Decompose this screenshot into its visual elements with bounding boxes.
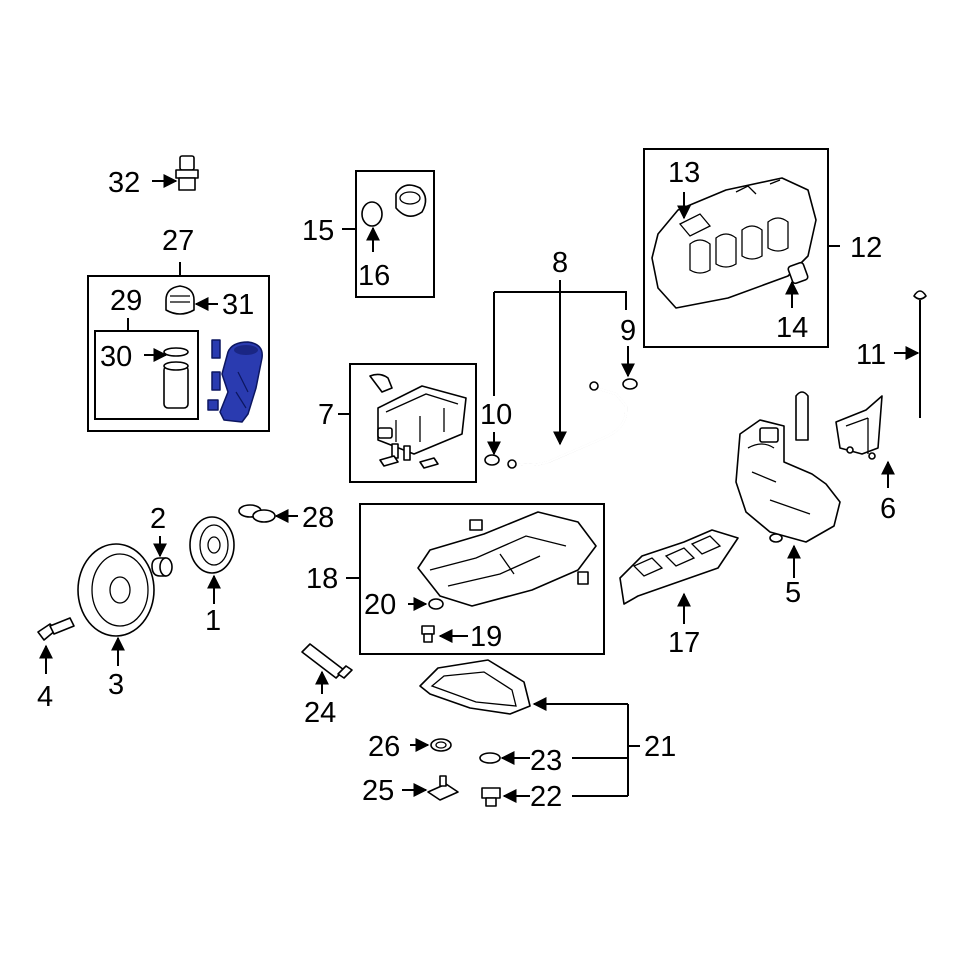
- group-box-12: [643, 148, 829, 348]
- callout-13: 13: [668, 157, 700, 189]
- callout-labels: 32 27 29 31 30 15 16 13 12 14 11 8 9 10 …: [37, 157, 896, 813]
- oil-pressure-sensor-part[interactable]: [175, 155, 199, 191]
- oil-filter-housing-part[interactable]: [207, 339, 263, 423]
- upper-oil-pan-part[interactable]: [417, 511, 597, 607]
- callout-11: 11: [856, 339, 886, 371]
- callout-3: 3: [108, 669, 124, 701]
- oil-pan-bolt-19-part[interactable]: [421, 625, 435, 643]
- callout-8: 8: [552, 247, 568, 279]
- oil-filter-element-part[interactable]: [163, 347, 189, 409]
- callout-30: 30: [100, 341, 132, 373]
- callout-4: 4: [37, 681, 53, 713]
- oil-filter-module-part[interactable]: [735, 391, 841, 543]
- callout-6: 6: [880, 493, 896, 525]
- callout-21: 21: [644, 731, 676, 763]
- group-box-27: [87, 275, 270, 432]
- dipstick-part[interactable]: [913, 290, 927, 418]
- callout-23: 23: [530, 745, 562, 777]
- callout-19: 19: [470, 621, 502, 653]
- callout-20: 20: [364, 589, 396, 621]
- callout-26: 26: [368, 731, 400, 763]
- oil-filler-cap-part[interactable]: [395, 184, 427, 217]
- oil-separator-part[interactable]: [369, 373, 467, 469]
- callout-28: 28: [302, 502, 334, 534]
- mount-bracket-part[interactable]: [835, 395, 883, 460]
- callout-16: 16: [358, 260, 390, 292]
- sealant-tube-part[interactable]: [301, 643, 353, 679]
- callout-25: 25: [362, 775, 394, 807]
- oring-10-part[interactable]: [484, 454, 500, 466]
- callout-7: 7: [318, 399, 334, 431]
- callout-9: 9: [620, 315, 636, 347]
- crank-pulley-part[interactable]: [77, 543, 155, 637]
- breather-valve-part[interactable]: [787, 261, 809, 285]
- breather-tube-part[interactable]: [507, 381, 628, 469]
- callout-15: 15: [302, 215, 334, 247]
- pulley-part[interactable]: [189, 516, 235, 574]
- lower-oil-pan-part[interactable]: [419, 659, 531, 715]
- callout-27: 27: [162, 225, 194, 257]
- filler-cap-seal-part[interactable]: [361, 201, 383, 227]
- callout-2: 2: [150, 503, 166, 535]
- washer-26-part[interactable]: [430, 738, 452, 752]
- callout-18: 18: [306, 563, 338, 595]
- callout-1: 1: [205, 605, 221, 637]
- oring-9-part[interactable]: [622, 378, 638, 390]
- crank-bolt-part[interactable]: [37, 617, 75, 641]
- callout-24: 24: [304, 697, 336, 729]
- group-box-30: [94, 330, 199, 420]
- drain-plug-22-part[interactable]: [481, 787, 501, 807]
- callout-5: 5: [785, 577, 801, 609]
- oring-20-part[interactable]: [428, 598, 444, 610]
- bushing-part[interactable]: [151, 557, 173, 577]
- group-box-7: [349, 363, 477, 483]
- oil-level-sensor-25-part[interactable]: [427, 775, 459, 801]
- oil-pan-baffle-part[interactable]: [619, 529, 739, 605]
- callout-32: 32: [108, 167, 140, 199]
- callout-17: 17: [668, 627, 700, 659]
- callout-29: 29: [110, 285, 142, 317]
- callout-14: 14: [776, 312, 808, 344]
- gasket-28-part[interactable]: [238, 504, 276, 523]
- callout-31: 31: [222, 289, 254, 321]
- valve-cover-part[interactable]: [651, 177, 817, 309]
- group-box-15: [355, 170, 435, 298]
- callout-10: 10: [480, 399, 512, 431]
- oil-filter-cap-part[interactable]: [165, 285, 195, 315]
- callout-22: 22: [530, 781, 562, 813]
- callout-12: 12: [850, 232, 882, 264]
- drain-plug-seal-23-part[interactable]: [479, 752, 501, 764]
- leader-lines: [39, 174, 920, 803]
